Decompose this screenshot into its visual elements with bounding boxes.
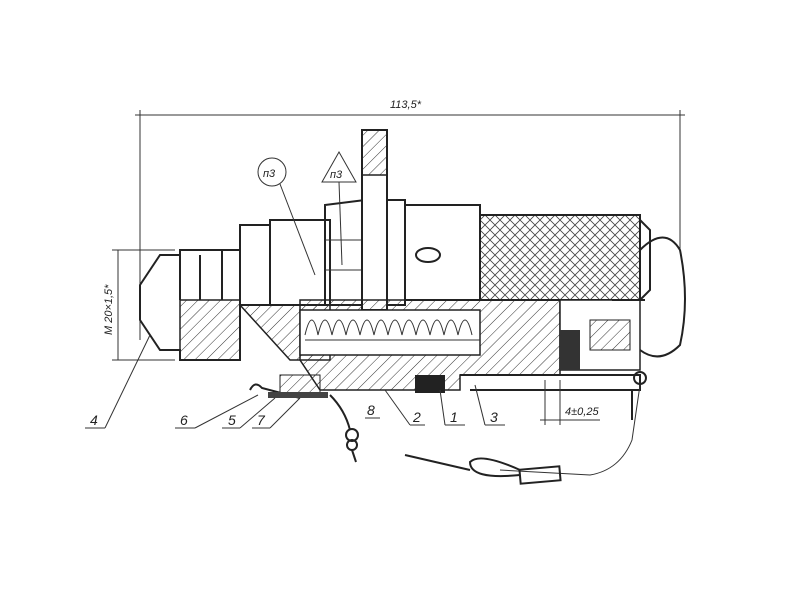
part-labels: 4 6 5 7 8 2 1 3 [85,334,505,429]
label-4: 4 [90,412,98,428]
hex-nut-and-flange [324,129,406,311]
overall-dimension: 113,5* [135,99,685,340]
label-3: 3 [490,409,498,425]
gap-dimension: 4±0,25 [540,380,600,425]
label-7: 7 [257,412,266,428]
svg-text:п3: п3 [330,169,343,181]
thread-dimension: M 20×1,5* [103,249,175,361]
thread-dim-text: M 20×1,5* [103,284,115,335]
label-6: 6 [180,412,188,428]
svg-text:4±0,25: 4±0,25 [565,406,599,418]
spring [304,319,480,341]
label-8: 8 [367,402,375,418]
overall-length-text: 113,5* [390,99,422,111]
main-body [299,204,651,393]
surface-mark-circle: п3 [257,157,316,276]
lock-assembly [249,374,359,463]
label-5: 5 [228,412,236,428]
svg-text:п3: п3 [263,168,276,180]
surface-mark-triangle: п3 [321,150,357,266]
label-2: 2 [412,409,421,425]
label-1: 1 [450,409,458,425]
ring-handle-and-lanyard [404,236,686,485]
